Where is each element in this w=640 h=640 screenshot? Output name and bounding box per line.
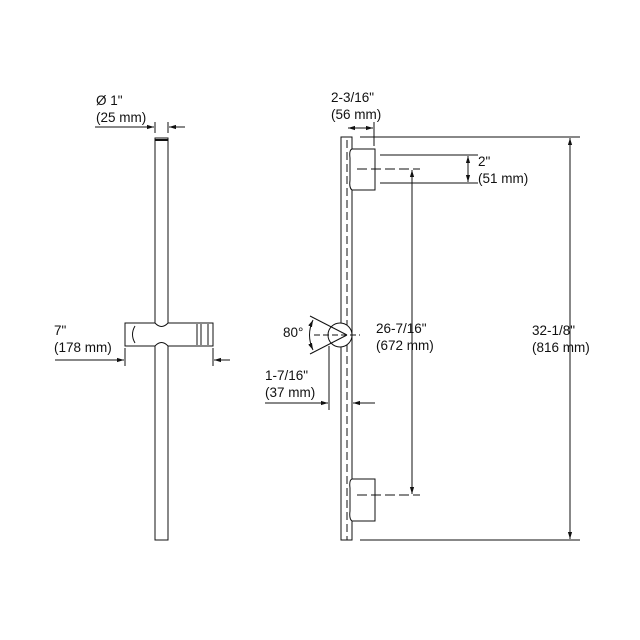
depth-inches: 2-3/16" bbox=[331, 90, 375, 105]
knob-offset-inches: 1-7/16" bbox=[265, 368, 309, 383]
overall-height-label: 32-1/8" (816 mm) bbox=[532, 322, 590, 356]
bracket-spacing-inches: 26-7/16" bbox=[376, 321, 427, 336]
diameter-mm: (25 mm) bbox=[96, 110, 147, 125]
bracket-spacing-mm: (672 mm) bbox=[376, 338, 434, 353]
knob bbox=[308, 315, 360, 355]
holder-width-inches: 7" bbox=[54, 323, 67, 338]
holder-width-mm: (178 mm) bbox=[54, 340, 112, 355]
bracket-height-inches: 2" bbox=[478, 154, 491, 169]
bracket-height-mm: (51 mm) bbox=[478, 171, 529, 186]
holder-width-dimension bbox=[55, 348, 230, 366]
knob-offset-mm: (37 mm) bbox=[265, 385, 316, 400]
extension-lines bbox=[357, 136, 580, 541]
diameter-inches: Ø 1" bbox=[96, 93, 123, 108]
depth-mm: (56 mm) bbox=[331, 107, 382, 122]
angle-label: 80° bbox=[283, 325, 304, 340]
holder-width-label: 7" (178 mm) bbox=[54, 322, 112, 356]
side-view-holder bbox=[124, 322, 214, 347]
diameter-label: Ø 1" (25 mm) bbox=[96, 92, 146, 126]
bracket-spacing-label: 26-7/16" (672 mm) bbox=[376, 320, 434, 354]
overall-height-mm: (816 mm) bbox=[532, 340, 590, 355]
depth-label: 2-3/16" (56 mm) bbox=[331, 89, 381, 123]
diameter-dimension bbox=[95, 122, 185, 133]
knob-offset-label: 1-7/16" (37 mm) bbox=[265, 367, 315, 401]
bottom-bracket bbox=[349, 478, 376, 522]
depth-dimension bbox=[348, 122, 375, 146]
bracket-height-label: 2" (51 mm) bbox=[478, 153, 528, 187]
knob-offset-dimension bbox=[265, 346, 375, 410]
overall-height-inches: 32-1/8" bbox=[532, 323, 576, 338]
